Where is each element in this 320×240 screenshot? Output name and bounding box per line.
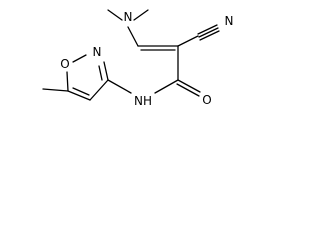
bond-nh-ring — [107, 79, 132, 94]
chemical-structure: N N O NH N O — [42, 9, 234, 108]
bond-nme-right — [133, 9, 149, 21]
atom-nh-amide: NH — [134, 94, 152, 108]
bond-cn-triple-b — [198, 27, 219, 38]
atom-o-carbonyl: O — [202, 93, 211, 107]
atom-n-nitrile: N — [225, 14, 234, 28]
bond-nme-left — [107, 9, 123, 21]
bond-co-nh — [154, 79, 179, 94]
bond-ring-c3-n — [103, 61, 109, 81]
bond-ring-o-c5 — [66, 71, 69, 92]
bond-co-double-b — [176, 83, 200, 97]
bond-methyl — [42, 88, 69, 92]
bond-c-cn — [177, 35, 199, 47]
atom-n-dimethylamino: N — [124, 10, 133, 24]
bond-co-double-a — [177, 79, 201, 93]
bond-n-ch — [127, 26, 139, 47]
atom-o-ring: O — [60, 57, 69, 71]
bond-ring-c4-c3 — [89, 79, 109, 101]
bond-ring-c5-c4 — [67, 90, 91, 101]
atom-n-ring: N — [93, 45, 102, 59]
bond-cn-triple-a — [197, 24, 218, 35]
bond-ring-c5-c4-inner — [72, 87, 90, 96]
bond-ring-n-o — [72, 54, 87, 63]
bond-ring-c3-n-inner — [98, 65, 103, 81]
bond-cn-triple-c — [199, 30, 220, 41]
